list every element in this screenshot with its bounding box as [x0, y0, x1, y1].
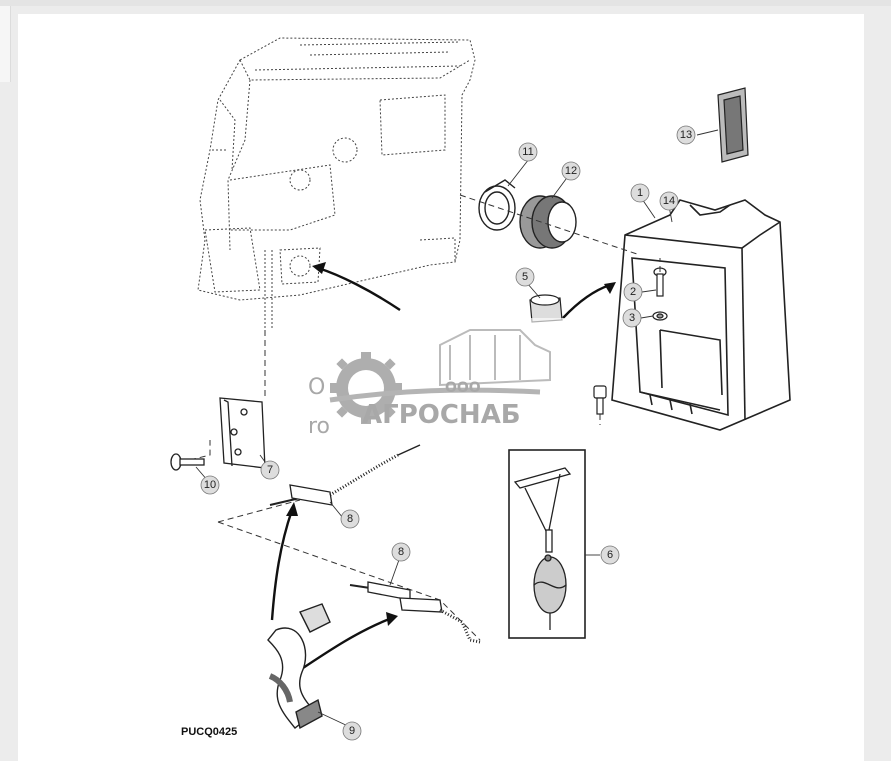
watermark: ООО АГРОСНАБ О ro — [300, 318, 570, 439]
callout-3-circle — [622, 308, 642, 328]
callout-8b: 8 — [398, 546, 404, 558]
callout-2-circle — [623, 282, 643, 302]
callout-7: 7 — [267, 464, 273, 476]
spring-clip — [267, 603, 331, 730]
callout-3: 3 — [629, 312, 635, 324]
callout-1: 1 — [637, 187, 643, 199]
watermark-swoosh — [329, 387, 541, 403]
watermark-fragment-1: О — [308, 375, 325, 400]
callout-6: 6 — [607, 549, 613, 561]
watermark-prefix: ООО — [445, 380, 481, 396]
callout-5-circle — [515, 267, 535, 287]
pad-part — [717, 87, 749, 163]
detail-inset-box — [508, 449, 586, 639]
tractor-housing-outline — [197, 37, 476, 330]
callout-6-circle — [600, 545, 620, 565]
watermark-harvester-icon — [439, 329, 551, 387]
callout-11-circle — [518, 142, 538, 162]
callout-8a: 8 — [347, 513, 353, 525]
figure-code: PUCQ0425 — [181, 726, 237, 738]
callout-14-circle — [659, 191, 679, 211]
callout-14: 14 — [663, 195, 675, 207]
callout-11: 11 — [522, 146, 533, 158]
callout-7-circle — [260, 460, 280, 480]
control-cable-upper — [269, 444, 421, 506]
callout-1-circle — [630, 183, 650, 203]
callout-8b-circle — [391, 542, 411, 562]
callout-circles — [200, 125, 696, 741]
control-cable-lower — [349, 581, 481, 644]
left-panel — [0, 6, 11, 82]
callout-leaders — [195, 129, 719, 728]
watermark-fragment-2: ro — [308, 414, 330, 439]
callout-9-circle — [342, 721, 362, 741]
clamp-and-bellows — [478, 179, 577, 249]
mounting-plate — [170, 397, 266, 471]
arrow-heads — [286, 262, 616, 626]
callout-5: 5 — [522, 271, 528, 283]
callout-12: 12 — [565, 165, 577, 177]
top-strip — [0, 0, 891, 6]
callout-2: 2 — [630, 286, 636, 298]
callout-13: 13 — [680, 129, 692, 141]
callout-10: 10 — [204, 479, 216, 491]
callout-9: 9 — [349, 725, 355, 737]
callout-8a-circle — [340, 509, 360, 529]
watermark-name: АГРОСНАБ — [362, 400, 521, 430]
main-bracket-box — [611, 199, 791, 431]
callout-12-circle — [561, 161, 581, 181]
callout-10-circle — [200, 475, 220, 495]
fasteners — [529, 267, 668, 415]
callout-13-circle — [676, 125, 696, 145]
